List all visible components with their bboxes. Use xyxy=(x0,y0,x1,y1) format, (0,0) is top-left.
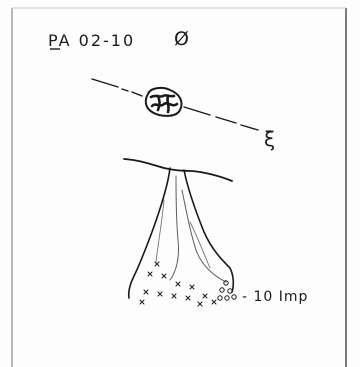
implant-label: - 10 Imp xyxy=(242,289,308,305)
ridge-line xyxy=(123,158,233,182)
implant-crosses xyxy=(139,261,217,307)
axis-dashed-line xyxy=(91,78,259,131)
root-outline xyxy=(127,167,235,299)
sketch-title: PA 02-10 xyxy=(48,31,135,50)
orientation-symbol: Ø xyxy=(174,28,189,50)
side-mark: ξ xyxy=(264,127,275,151)
tooth-capsule xyxy=(144,86,183,117)
implant-circles xyxy=(217,280,237,301)
